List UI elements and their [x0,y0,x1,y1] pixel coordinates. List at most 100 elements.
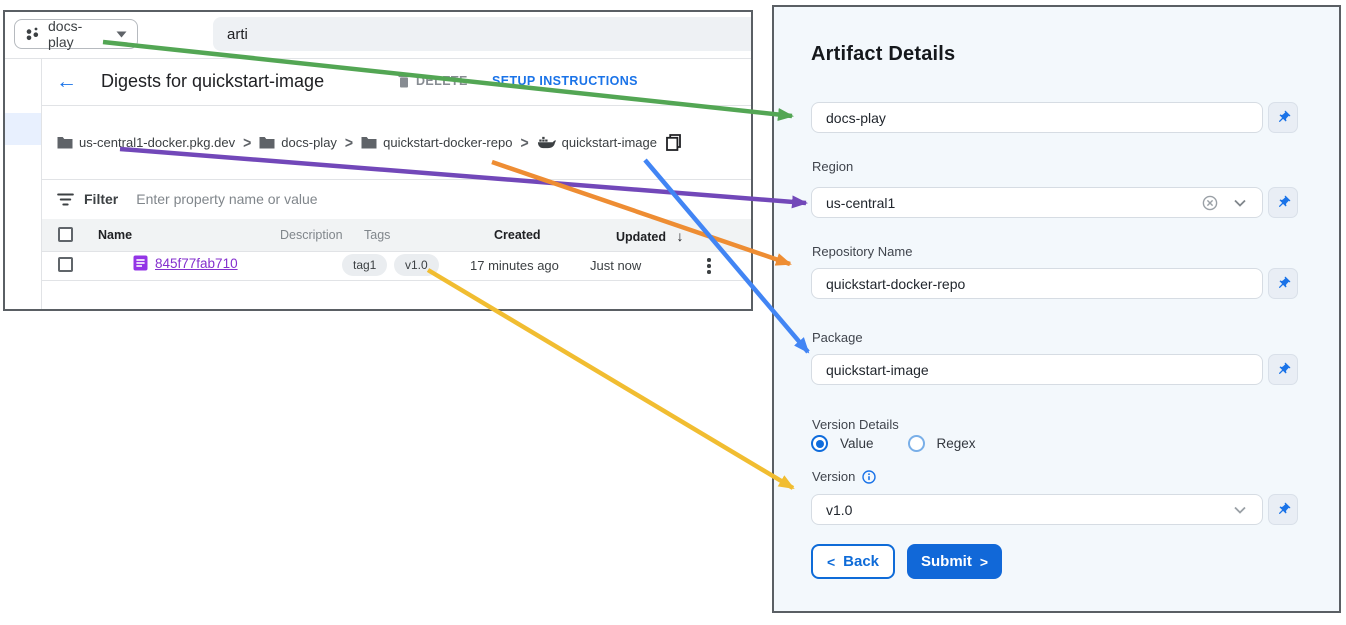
version-field-value: v1.0 [826,501,853,518]
folder-icon [361,136,377,149]
repository-label: Repository Name [812,244,913,259]
folder-icon [259,136,275,149]
select-all-checkbox[interactable] [58,227,73,242]
radio-regex[interactable] [907,435,925,452]
project-selector-button[interactable]: docs-play [14,18,138,50]
filter-bar[interactable]: Filter Enter property name or value [42,179,751,219]
back-arrow-icon[interactable]: ← [56,70,77,93]
breadcrumb-item-project[interactable]: docs-play [259,135,337,150]
search-value: arti [227,25,248,43]
pin-button[interactable] [1268,187,1298,218]
sidebar-selected-item[interactable] [5,113,41,145]
project-field-value: docs-play [826,109,886,126]
chevron-left-icon: < [826,553,836,570]
setup-instructions-link[interactable]: SETUP INSTRUCTIONS [492,74,638,88]
project-field[interactable]: docs-play [811,102,1263,133]
region-field-group: us-central1 [811,187,1298,218]
submit-button-label: Submit [920,553,972,570]
pin-button[interactable] [1268,494,1298,525]
project-selector-label: docs-play [48,18,83,50]
region-field[interactable]: us-central1 [811,187,1263,218]
submit-button[interactable]: Submit > [907,544,1002,579]
column-header-description: Description [280,228,343,242]
version-tag-chip[interactable]: v1.0 [394,254,439,276]
console-sidebar [5,59,42,309]
package-field-group: quickstart-image [811,354,1298,385]
delete-button[interactable]: DELETE [398,74,468,88]
search-input[interactable]: arti [213,17,751,51]
row-overflow-menu-icon[interactable] [700,255,718,277]
project-icon [25,27,40,42]
filter-placeholder: Enter property name or value [136,191,318,207]
column-header-name[interactable]: Name [98,228,133,242]
clear-icon[interactable] [1202,188,1218,217]
breadcrumb-label: us-central1-docker.pkg.dev [79,134,236,150]
copy-icon[interactable] [666,133,681,151]
table-row[interactable]: 845f77fab710 tag1 v1.0 17 minutes ago Ju… [42,252,751,280]
filter-label: Filter [84,191,119,207]
breadcrumb-item-host[interactable]: us-central1-docker.pkg.dev [57,135,235,150]
page-header: ← Digests for quickstart-image DELETE SE… [42,59,751,105]
digest-link[interactable]: 845f77fab710 [133,255,238,271]
console-panel: docs-play arti ← Digests for quickstart-… [3,10,753,311]
updated-cell: Just now [590,258,642,273]
version-label-row: Version [812,469,877,484]
tag-chip[interactable]: tag1 [342,254,388,276]
version-field[interactable]: v1.0 [811,494,1263,525]
table-header: Name Description Tags Created Updated ↓ [42,219,751,252]
column-header-updated[interactable]: Updated ↓ [616,228,683,244]
console-topbar: docs-play arti [5,12,751,59]
docker-whale-icon [537,135,556,149]
console-content: ← Digests for quickstart-image DELETE SE… [42,59,751,309]
version-label: Version [812,469,856,484]
breadcrumb-label: docs-play [281,134,337,150]
radio-regex-label: Regex [936,436,976,451]
pin-button[interactable] [1268,102,1298,133]
trash-icon [398,74,410,88]
setup-instructions-label: SETUP INSTRUCTIONS [492,74,638,88]
form-title: Artifact Details [811,43,956,65]
chevron-right-icon: > [979,553,989,570]
created-cell: 17 minutes ago [470,258,559,273]
info-icon[interactable] [862,469,877,484]
package-field[interactable]: quickstart-image [811,354,1263,385]
breadcrumb: us-central1-docker.pkg.dev > docs-play >… [42,105,751,179]
column-header-created[interactable]: Created [494,228,541,242]
page-title: Digests for quickstart-image [101,71,325,91]
pin-button[interactable] [1268,354,1298,385]
sort-arrow-down-icon: ↓ [676,228,684,244]
column-header-updated-label: Updated [616,230,666,244]
divider [42,280,751,281]
pin-button[interactable] [1268,268,1298,299]
breadcrumb-item-repository[interactable]: quickstart-docker-repo [361,135,512,150]
breadcrumb-separator: > [243,132,252,152]
breadcrumb-label: quickstart-docker-repo [383,134,513,150]
column-header-tags: Tags [364,228,391,242]
form-actions: < Back Submit > [811,544,1002,579]
delete-label: DELETE [416,74,468,88]
back-button-label: Back [843,553,880,570]
repository-field[interactable]: quickstart-docker-repo [811,268,1263,299]
chevron-down-icon[interactable] [1234,495,1246,524]
package-field-value: quickstart-image [826,361,929,378]
chevron-down-icon [116,31,127,38]
version-details-label: Version Details [812,417,899,432]
version-details-radios: Value Regex [811,435,998,452]
breadcrumb-item-image[interactable]: quickstart-image [537,135,657,150]
repository-field-value: quickstart-docker-repo [826,275,966,292]
project-field-group: docs-play [811,102,1298,133]
breadcrumb-separator: > [520,132,529,152]
breadcrumb-separator: > [344,132,354,152]
breadcrumb-label: quickstart-image [561,134,657,150]
chevron-down-icon[interactable] [1234,188,1246,217]
radio-value[interactable] [811,435,828,452]
region-label: Region [812,159,854,174]
row-checkbox[interactable] [58,257,73,272]
digest-name[interactable]: 845f77fab710 [155,255,238,271]
package-label: Package [812,330,863,345]
back-button[interactable]: < Back [811,544,895,579]
filter-icon [57,192,74,206]
folder-icon [57,136,73,149]
digest-icon [133,255,148,271]
